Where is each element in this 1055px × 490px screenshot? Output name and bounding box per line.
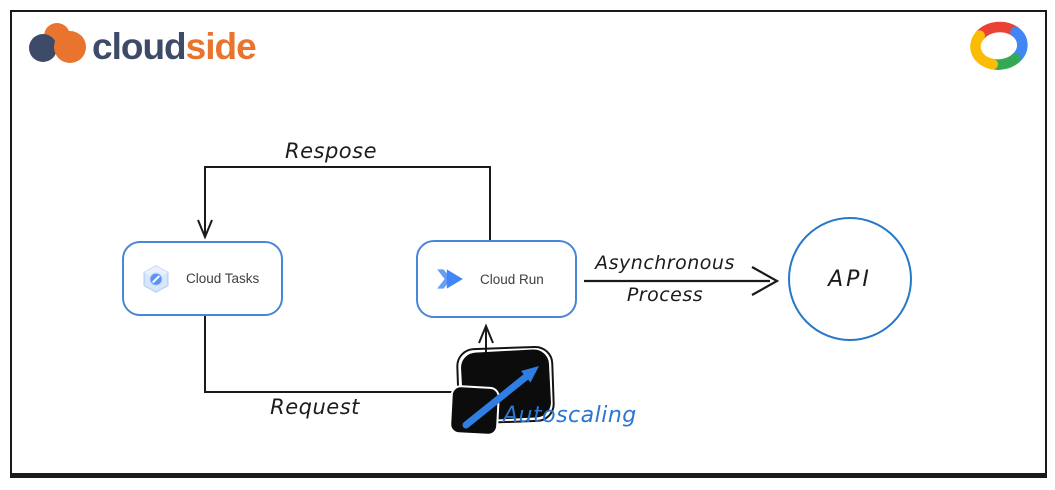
edge-request-arrowhead (478, 323, 494, 344)
edge-async-arrowhead (751, 266, 780, 296)
brand-side: side (185, 25, 257, 67)
google-cloud-logo (970, 21, 1028, 70)
cloudside-cloud-icon (28, 23, 86, 66)
cloudside-logo: cloudside (28, 20, 257, 67)
autoscaling-icon (449, 345, 555, 436)
edge-response-line (204, 166, 491, 243)
edge-response-arrowhead (197, 219, 213, 240)
autoscaling-label: Autoscaling (503, 403, 637, 428)
cloud-tasks-icon (143, 264, 169, 293)
edge-async-label-line2: Process (626, 284, 704, 306)
edge-async-label-line1: Asynchronous (595, 252, 735, 274)
node-cloud-tasks-label: Cloud Tasks (186, 271, 260, 286)
brand-cloud: cloud (92, 25, 187, 67)
node-cloud-run: Cloud Run (416, 240, 577, 318)
edge-request-label: Request (270, 395, 360, 419)
edge-request-line (204, 316, 480, 393)
cloud-run-icon (437, 269, 463, 289)
node-cloud-tasks: Cloud Tasks (122, 241, 283, 316)
brand-text: cloudside (92, 25, 257, 67)
node-api-label: API (828, 266, 872, 292)
edge-response-label: Respose (285, 139, 377, 163)
node-cloud-run-label: Cloud Run (480, 271, 544, 287)
node-api: API (788, 217, 912, 341)
